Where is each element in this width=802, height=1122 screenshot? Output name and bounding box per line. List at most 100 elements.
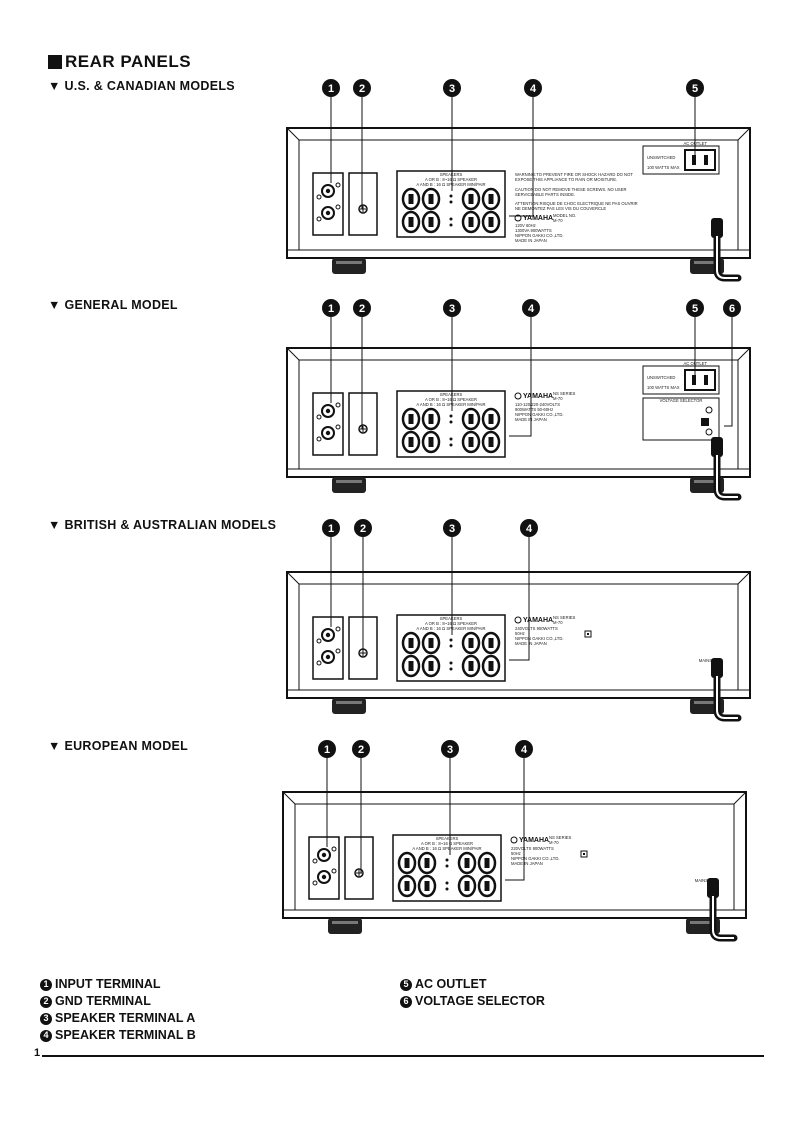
power-cord-highlight — [712, 896, 734, 939]
binding-post-slot — [408, 437, 414, 447]
mains-label: MAINS — [699, 658, 712, 663]
screw-icon — [331, 868, 337, 874]
outlet-rating-label: 100 WATTS MAX — [647, 165, 680, 170]
gnd-terminal-panel — [348, 172, 378, 236]
heading-general: ▼ GENERAL MODEL — [48, 298, 178, 312]
spec-text: 50Hz — [515, 631, 525, 636]
callout-marker-icon — [522, 299, 540, 317]
callout-number: 2 — [359, 83, 365, 95]
series-label: NS SERIES — [553, 615, 576, 620]
callout-marker-icon — [352, 740, 370, 758]
model-number: M-70 — [553, 218, 563, 223]
brand-name: YAMAHA — [523, 393, 553, 400]
model-label: MODEL NO. — [553, 213, 576, 218]
callout-marker-icon — [322, 519, 340, 537]
rca-pin — [325, 408, 331, 414]
foot-highlight — [694, 701, 720, 704]
binding-post-slot — [428, 437, 434, 447]
screw-icon — [335, 626, 341, 632]
input-terminal-panel — [308, 836, 340, 900]
maker-text: NIPPON GAKKI CO.,LTD. — [511, 856, 560, 861]
polarity-dot — [449, 200, 453, 204]
screw-icon — [312, 858, 318, 864]
mains-label: MAINS — [695, 878, 708, 883]
binding-post-slot — [404, 858, 410, 868]
cord-strain-relief-icon — [711, 437, 723, 457]
callout-number: 4 — [530, 83, 537, 95]
callout-marker-icon — [686, 299, 704, 317]
cord-strain-relief-icon — [711, 658, 723, 678]
double-insulation-inner — [587, 633, 589, 635]
callout-marker-icon — [322, 79, 340, 97]
maker-text: NIPPON GAKKI CO.,LTD. — [515, 233, 564, 238]
caution-text: SERVICEABLE PARTS INSIDE. — [515, 192, 575, 197]
polarity-dot — [449, 443, 453, 447]
callout-marker-icon — [515, 740, 533, 758]
input-terminal-panel — [312, 616, 344, 680]
polarity-dot — [445, 858, 449, 862]
callout-number: 3 — [449, 523, 455, 535]
cord-strain-relief-icon — [711, 218, 723, 238]
made-in-text: MADE IN JAPAN — [515, 238, 547, 243]
chassis-bevel — [298, 583, 739, 690]
speakers-label: SPEAKERS — [440, 616, 463, 621]
bevel-corner — [737, 347, 751, 361]
screw-icon — [705, 406, 713, 414]
made-in-text: MADE IN JAPAN — [515, 641, 547, 646]
foot-highlight — [690, 921, 716, 924]
screw-icon — [335, 204, 341, 210]
input-terminal-panel — [312, 392, 344, 456]
binding-post-slot — [468, 661, 474, 671]
number-4-icon: 4 — [40, 1029, 52, 1042]
foot-icon — [332, 477, 366, 493]
foot-highlight — [336, 480, 362, 483]
rca-pin — [325, 654, 331, 660]
cord-strain-relief-icon — [707, 878, 719, 898]
bevel-corner — [286, 571, 300, 585]
polarity-dot — [449, 644, 453, 648]
screw-icon — [316, 194, 322, 200]
callout-number: 3 — [447, 744, 453, 756]
screw-icon — [335, 424, 341, 430]
speaker-a-label: A OR B : 8~16 Ω SPEAKER — [421, 841, 473, 846]
binding-post-slot — [408, 661, 414, 671]
polarity-dot — [449, 437, 453, 441]
rca-pin — [321, 874, 327, 880]
yamaha-logo-icon — [510, 836, 518, 844]
binding-post-slot — [488, 661, 494, 671]
callout-leader-line — [509, 317, 532, 437]
foot-highlight — [332, 921, 358, 924]
bevel-corner — [737, 571, 751, 585]
model-number: M-70 — [553, 396, 563, 401]
number-1-icon: 1 — [40, 978, 52, 991]
bevel-corner — [286, 127, 300, 141]
callout-number: 2 — [360, 523, 366, 535]
binding-post-slot — [424, 858, 430, 868]
chassis-bevel — [298, 139, 739, 250]
voltage-switch-icon — [701, 418, 709, 426]
callout-number: 4 — [521, 744, 528, 756]
spec-text: 110-120/220-240VOLTS — [515, 402, 560, 407]
callout-leader-line — [505, 758, 525, 881]
number-5-icon: 5 — [400, 978, 412, 991]
gnd-terminal-panel — [348, 392, 378, 456]
screw-icon — [316, 414, 322, 420]
callout-marker-icon — [524, 79, 542, 97]
screw-icon — [335, 648, 341, 654]
outlet-socket-icon — [684, 149, 716, 171]
polarity-dot — [449, 420, 453, 424]
input-terminal-panel — [312, 172, 344, 236]
callout-number: 3 — [449, 83, 455, 95]
speaker-a-label: A OR B : 8~16 Ω SPEAKER — [425, 621, 477, 626]
foot-highlight — [336, 261, 362, 264]
speakers-label: SPEAKERS — [436, 836, 459, 841]
warning-text: EXPOSE THIS APPLIANCE TO RAIN OR MOISTUR… — [515, 177, 617, 182]
spec-text: 120V 60Hz — [515, 223, 536, 228]
callout-number: 4 — [528, 303, 535, 315]
page-number: 1 — [34, 1047, 41, 1059]
speaker-a-label: A OR B : 8~16 Ω SPEAKER — [425, 397, 477, 402]
legend-label-gnd-terminal: GND TERMINAL — [55, 994, 151, 1008]
callout-number: 2 — [358, 744, 364, 756]
